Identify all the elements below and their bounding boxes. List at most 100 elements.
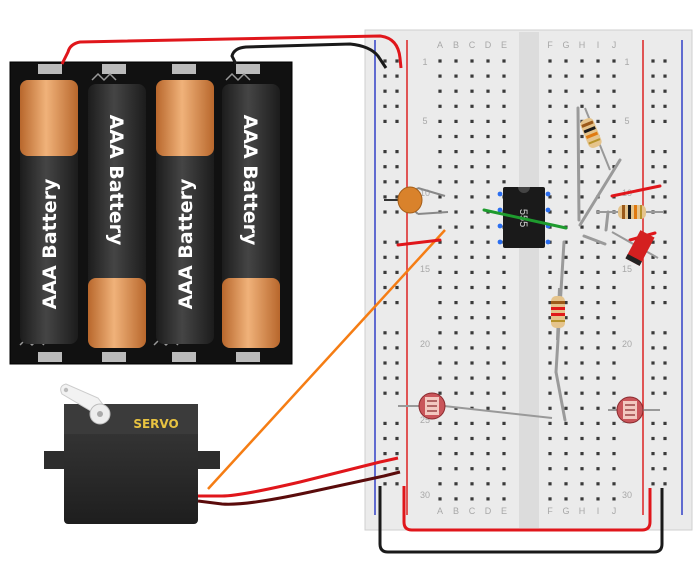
- breadboard-hole: [580, 150, 584, 154]
- breadboard-hole: [663, 452, 667, 456]
- breadboard-hole: [580, 165, 584, 169]
- breadboard-hole: [548, 331, 552, 335]
- breadboard-hole: [580, 331, 584, 335]
- breadboard-hole: [596, 436, 600, 441]
- breadboard-hole: [438, 89, 442, 93]
- breadboard-hole: [395, 421, 399, 425]
- breadboard-hole: [470, 165, 474, 169]
- breadboard-hole: [612, 119, 616, 123]
- breadboard-hole: [438, 482, 442, 486]
- servo-orange-wire: [207, 229, 446, 490]
- breadboard-hole: [596, 391, 600, 395]
- breadboard-hole: [383, 421, 387, 425]
- breadboard-hole: [383, 210, 387, 214]
- breadboard-hole: [502, 467, 506, 471]
- breadboard-hole: [651, 452, 655, 456]
- breadboard-hole: [502, 119, 506, 123]
- breadboard-hole: [395, 361, 399, 365]
- battery-cell-4: AAA Battery: [222, 84, 280, 348]
- breadboard-hole: [502, 497, 506, 501]
- battery-cell-label: AAA Battery: [39, 178, 61, 309]
- breadboard-hole: [612, 255, 616, 259]
- breadboard-hole: [580, 195, 584, 199]
- breadboard-hole: [651, 301, 655, 305]
- breadboard-hole: [502, 270, 506, 274]
- battery-spring: [225, 72, 251, 82]
- breadboard-hole: [395, 104, 399, 108]
- breadboard-hole: [470, 240, 474, 244]
- servo-brown-wire: [197, 470, 401, 506]
- battery-cell-1: AAA Battery: [20, 80, 78, 344]
- breadboard-hole: [470, 452, 474, 456]
- breadboard-hole: [486, 134, 490, 139]
- breadboard-hole: [383, 301, 387, 305]
- breadboard-hole: [580, 391, 584, 395]
- breadboard-hole: [470, 255, 474, 259]
- breadboard-hole: [454, 346, 458, 350]
- breadboard-hole: [596, 482, 600, 486]
- breadboard-hole: [580, 270, 584, 274]
- ceramic-capacitor: [384, 186, 449, 215]
- breadboard-hole: [580, 225, 584, 229]
- breadboard-hole: [454, 482, 458, 486]
- breadboard-hole: [548, 482, 552, 486]
- breadboard-hole: [596, 225, 600, 229]
- breadboard-hole: [580, 497, 584, 501]
- breadboard-hole: [612, 225, 616, 229]
- breadboard-hole: [580, 361, 584, 365]
- col-label-i-top: I: [597, 40, 600, 50]
- battery-terminal: [172, 64, 196, 74]
- breadboard-hole: [502, 165, 506, 169]
- breadboard-hole: [470, 119, 474, 123]
- breadboard-hole: [596, 497, 600, 501]
- breadboard-hole: [548, 316, 552, 320]
- row-number-10-left: 10: [420, 188, 430, 198]
- breadboard-hole: [580, 255, 584, 259]
- breadboard-hole: [564, 391, 568, 395]
- servo-label: SERVO: [133, 417, 178, 431]
- gray-jumper: [576, 106, 581, 222]
- breadboard-hole: [438, 270, 442, 274]
- breadboard-hole: [486, 89, 490, 93]
- breadboard-hole: [383, 376, 387, 380]
- battery-spring: [91, 72, 117, 82]
- breadboard-hole: [438, 119, 442, 123]
- breadboard-hole: [486, 331, 490, 335]
- breadboard-hole: [580, 301, 584, 305]
- breadboard-hole: [502, 406, 506, 410]
- breadboard-hole: [663, 301, 667, 305]
- breadboard-hole: [596, 452, 600, 456]
- breadboard-hole: [383, 180, 387, 184]
- breadboard-hole: [395, 74, 399, 78]
- col-label-i-bottom: I: [597, 506, 600, 516]
- breadboard-hole: [651, 285, 655, 290]
- breadboard-hole: [564, 255, 568, 259]
- resistor-top: [580, 107, 611, 171]
- breadboard-hole: [612, 89, 616, 93]
- servo: SERVO: [44, 383, 220, 524]
- breadboard-hole: [651, 180, 655, 184]
- breadboard-hole: [486, 361, 490, 365]
- breadboard-hole: [502, 104, 506, 108]
- breadboard-hole: [502, 421, 506, 425]
- breadboard-hole: [564, 165, 568, 169]
- breadboard-hole: [454, 195, 458, 199]
- breadboard-hole: [596, 285, 600, 290]
- breadboard-hole: [548, 150, 552, 154]
- col-label-d-bottom: D: [485, 506, 492, 516]
- breadboard-hole: [548, 421, 552, 425]
- col-label-j-bottom: J: [612, 506, 617, 516]
- breadboard-hole: [548, 301, 552, 305]
- servo-shaft-screw: [97, 411, 103, 417]
- gray-jumper: [604, 210, 610, 232]
- breadboard-hole: [383, 331, 387, 335]
- breadboard-hole: [454, 150, 458, 154]
- breadboard-hole: [502, 150, 506, 154]
- breadboard-hole: [663, 482, 667, 486]
- breadboard-hole: [502, 301, 506, 305]
- breadboard-hole: [486, 74, 490, 78]
- col-label-c-bottom: C: [469, 506, 476, 516]
- breadboard-hole: [580, 376, 584, 380]
- breadboard-hole: [438, 467, 442, 471]
